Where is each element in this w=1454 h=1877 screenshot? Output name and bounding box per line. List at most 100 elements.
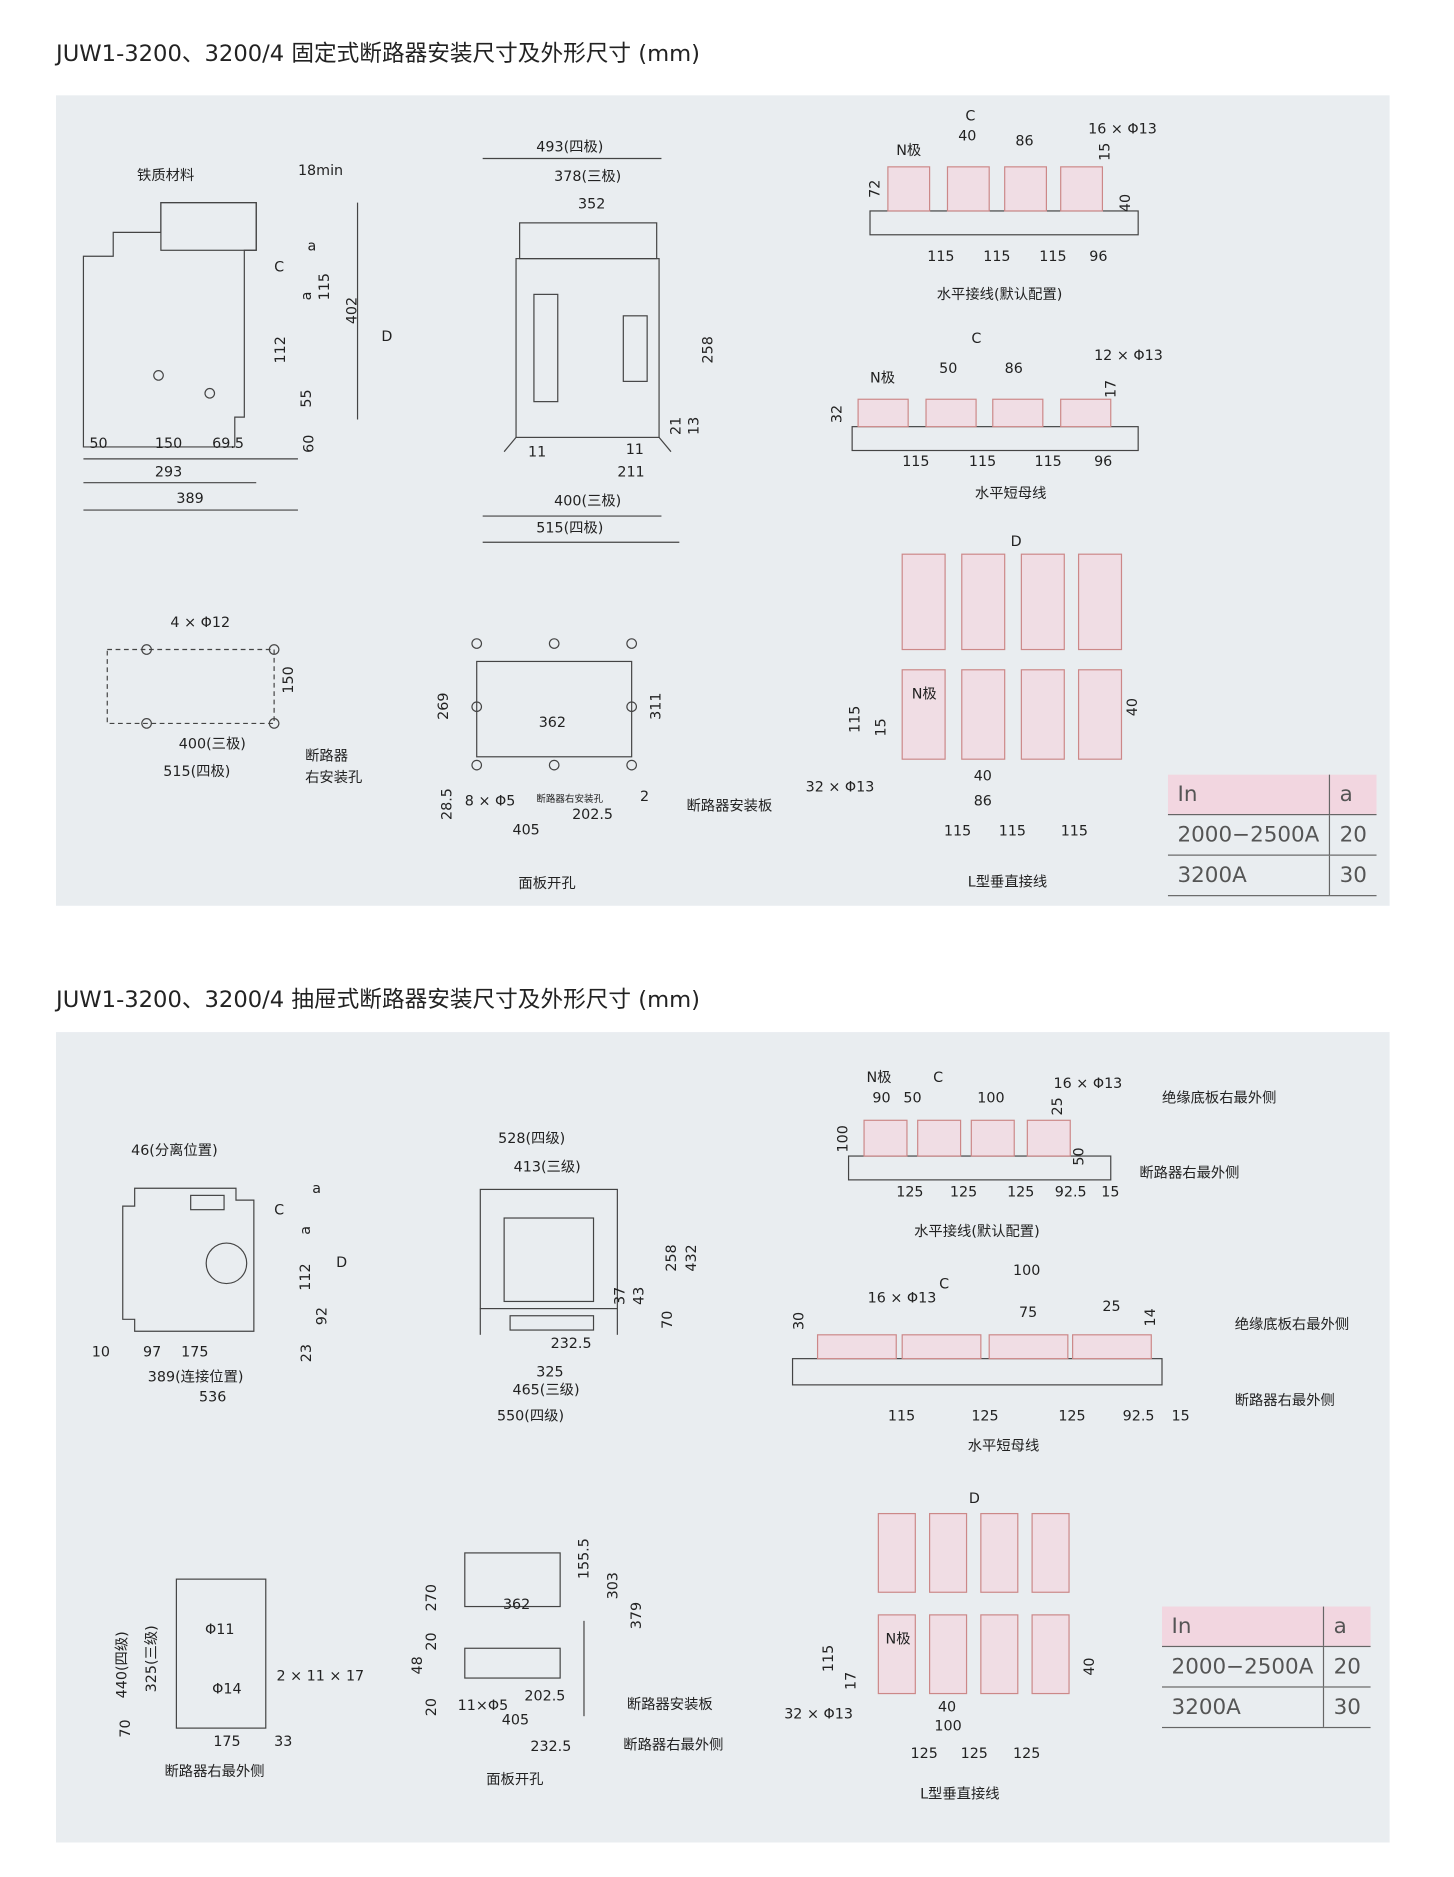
note-label: 断路器安装板: [686, 797, 773, 814]
note-label: 绝缘底板右最外侧: [1234, 1315, 1350, 1333]
dimension-label: 258: [699, 336, 717, 364]
label-material: 铁质材料: [137, 166, 195, 184]
dimension-label: 11×Φ5: [457, 1697, 509, 1714]
dimension-label: 16 × Φ13: [867, 1289, 937, 1307]
dimension-label: 400(三极): [554, 492, 622, 509]
dimension-label: 72: [866, 179, 884, 198]
dimension-label: 86: [1004, 359, 1023, 377]
table-header: In: [1167, 774, 1330, 816]
dimension-label: 413(三级): [513, 1158, 581, 1176]
dimension-label: 202.5: [524, 1687, 566, 1705]
dimension-label: 379: [628, 1601, 645, 1630]
dimension-label: D: [336, 1253, 348, 1271]
dimension-label: N极: [911, 685, 937, 702]
dimension-label: 86: [1015, 132, 1034, 149]
table-header: a: [1322, 1606, 1371, 1648]
dimension-label: 115: [1060, 822, 1089, 840]
caption-short-busbar: 水平短母线: [974, 485, 1047, 502]
table-cell: 3200A: [1162, 1686, 1324, 1729]
dimension-label: 20: [423, 1632, 440, 1651]
dimension-label: 115: [968, 452, 997, 470]
dimension-label: 115: [819, 1644, 837, 1673]
dimension-label: N极: [896, 141, 922, 159]
dimension-label: 125: [971, 1407, 999, 1425]
note-label: 断路器右最外侧: [1234, 1392, 1335, 1409]
dimension-label: 232.5: [550, 1334, 592, 1352]
dimension-label: D: [381, 327, 393, 345]
note-label: 断路器: [305, 747, 349, 764]
dimension-label: 92: [313, 1307, 331, 1326]
dimension-label: 175: [213, 1732, 241, 1750]
dimension-label: 100: [977, 1089, 1005, 1106]
dimension-label: 125: [960, 1744, 988, 1762]
dimension-label: 125: [1007, 1183, 1035, 1201]
dimension-label: 125: [1013, 1744, 1041, 1762]
dimension-label: 40: [958, 127, 977, 145]
dimension-label: 125: [949, 1183, 978, 1201]
dimension-label: 25: [1048, 1097, 1066, 1116]
dimension-label: 493(四极): [536, 138, 604, 155]
dimension-label: 32 × Φ13: [805, 778, 875, 795]
table-cell: 2000−2500A: [1167, 814, 1330, 856]
note-label: 断路器右安装孔: [536, 793, 604, 805]
dimension-label: 378(三极): [554, 168, 622, 185]
table-header: In: [1162, 1606, 1324, 1648]
dimension-label: 40: [1123, 698, 1141, 717]
table-cell: 20: [1328, 814, 1377, 856]
note-label: 断路器右最外侧: [623, 1736, 724, 1754]
dimension-label: 15: [1096, 142, 1114, 161]
caption-l-vertical: L型垂直接线: [920, 1785, 1000, 1803]
dimension-label: 12 × Φ13: [1094, 346, 1163, 364]
dimension-label: 115: [983, 247, 1011, 265]
dimension-label: 46(分离位置): [131, 1141, 218, 1159]
dimension-label: Φ11: [204, 1620, 235, 1638]
dimension-label: 14: [1141, 1308, 1159, 1327]
dimension-label: 20: [423, 1697, 440, 1717]
caption-horizontal-default: 水平接线(默认配置): [936, 286, 1063, 303]
dimension-label: 40: [937, 1698, 957, 1716]
dimension-label: 150: [280, 666, 297, 694]
dimension-label: 125: [1058, 1407, 1086, 1425]
section-title-drawout: JUW1-3200、3200/4 抽屉式断路器安装尺寸及外形尺寸 (mm): [56, 986, 701, 1014]
caption-short-busbar: 水平短母线: [967, 1437, 1040, 1454]
dimension-label: N极: [870, 369, 896, 387]
dimension-label: 50: [903, 1089, 922, 1106]
dimension-label: 100: [834, 1125, 851, 1153]
dimension-label: 18min: [297, 162, 344, 179]
dimension-label: 86: [973, 792, 992, 810]
dimension-label: 405: [501, 1711, 530, 1729]
dimension-label: 11: [527, 443, 547, 461]
dimension-label: 389(连接位置): [147, 1368, 244, 1385]
dimension-label: 92.5: [1054, 1183, 1087, 1201]
dimension-label: 92.5: [1122, 1407, 1155, 1425]
dimension-label: N极: [885, 1630, 911, 1648]
dimension-label: 13: [685, 416, 702, 436]
dimension-label: 10: [91, 1343, 110, 1360]
dimension-label: 2 × 11 × 17: [276, 1667, 365, 1685]
dimension-label: 96: [1094, 452, 1113, 470]
dimension-label: 362: [502, 1595, 531, 1613]
dimension-label: 465(三级): [512, 1381, 580, 1398]
table-cell: 30: [1322, 1686, 1371, 1729]
dimension-label: 28.5: [438, 788, 456, 820]
dimension-label: 43: [630, 1286, 648, 1306]
dimension-label: 515(四极): [163, 762, 231, 780]
dimension-label: 269: [435, 692, 452, 720]
dimension-label: 23: [297, 1344, 315, 1363]
dimension-label: 150: [154, 435, 183, 452]
dimension-label: 69.5: [212, 435, 244, 452]
table-cell: 20: [1322, 1646, 1371, 1688]
dimension-label: 37: [611, 1286, 629, 1306]
dimension-label: 405: [512, 821, 540, 838]
dimension-label: 50: [1070, 1147, 1087, 1166]
dimension-label: 90: [872, 1089, 891, 1106]
dimension-label: 311: [647, 692, 664, 720]
dimension-label: 25: [1102, 1297, 1121, 1315]
dimension-label: 100: [934, 1717, 962, 1735]
dimension-label: 60: [300, 434, 318, 453]
dimension-label: 32: [828, 404, 845, 424]
note-label: 断路器右最外侧: [1139, 1164, 1240, 1182]
dimension-label: 30: [790, 1311, 807, 1331]
